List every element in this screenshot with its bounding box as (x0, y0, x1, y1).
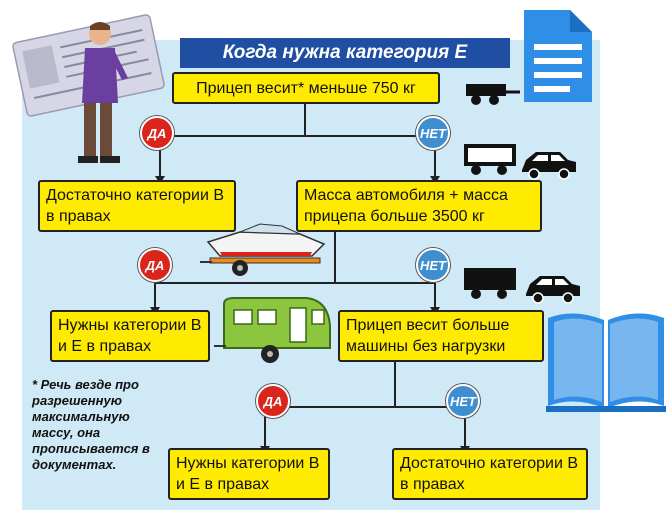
yes-badge-2: ДА (138, 248, 172, 282)
node-trailer-under-750: Прицеп весит* меньше 750 кг (172, 72, 440, 104)
footnote: * Речь везде про разрешенную максимальну… (32, 377, 150, 472)
node-categories-b-e-2: Нужны категории В и Е в правах (168, 448, 330, 500)
trailer-icon (466, 84, 520, 105)
title-bar (180, 38, 510, 68)
car-icon (526, 276, 580, 304)
yes-badge-1: ДА (140, 116, 174, 150)
caravan-icon (214, 297, 331, 363)
no-badge-2: НЕТ (416, 248, 450, 282)
node-categories-b-e-1: Нужны категории В и Е в правах (50, 310, 210, 362)
node-trailer-heavier-than-car: Прицеп весит больше машины без нагрузки (338, 310, 544, 362)
node-category-b-enough-2: Достаточно категории В в правах (392, 448, 588, 500)
truck-icon (464, 268, 516, 299)
no-badge-1: НЕТ (416, 116, 450, 150)
document-icon (524, 10, 592, 102)
truck-icon (464, 144, 516, 175)
node-category-b-enough-1: Достаточно категории В в правах (38, 180, 236, 232)
boat-trailer-icon (200, 223, 326, 276)
no-badge-3: НЕТ (446, 384, 480, 418)
yes-badge-3: ДА (256, 384, 290, 418)
diagram-title: Когда нужна категория Е (222, 42, 468, 63)
car-icon (522, 152, 576, 180)
node-combined-mass-over-3500: Масса автомобиля + масса прицепа больше … (296, 180, 542, 232)
person-icon (78, 22, 128, 163)
open-book-icon (546, 313, 666, 412)
